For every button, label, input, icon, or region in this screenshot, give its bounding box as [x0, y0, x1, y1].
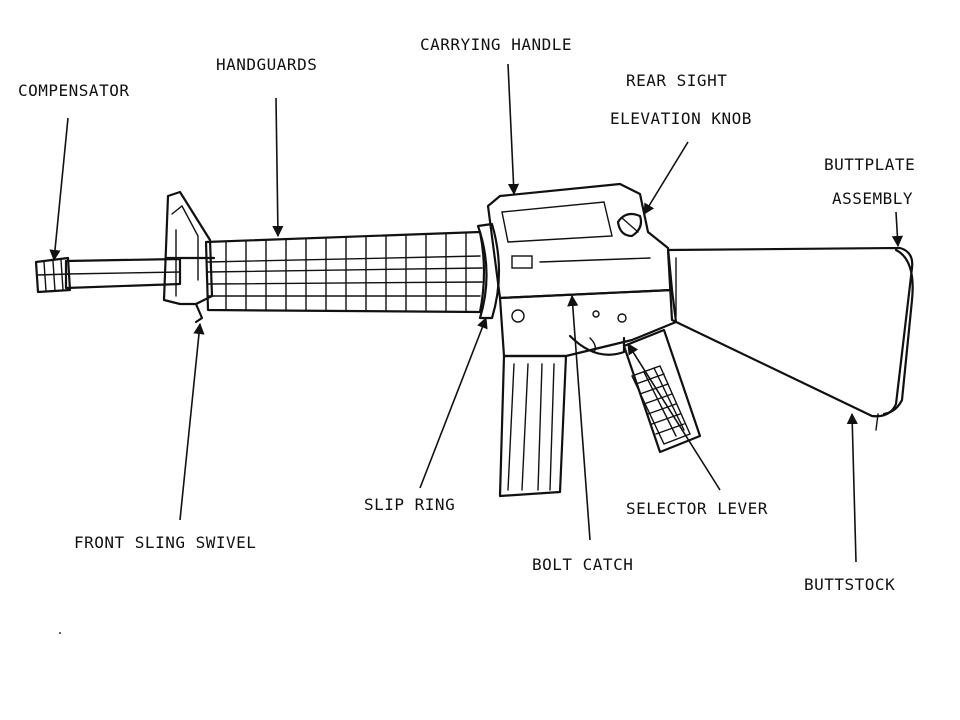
label-front-sling-swivel: FRONT SLING SWIVEL: [74, 533, 257, 552]
label-buttstock: BUTTSTOCK: [804, 575, 896, 594]
leader-slip-ring: [419, 316, 488, 489]
leader-selector-lever: [627, 343, 721, 491]
leader-compensator: [49, 117, 69, 262]
stray-mark: [59, 632, 61, 634]
leader-buttplate: [891, 211, 903, 248]
handguards-part: [204, 230, 486, 314]
label-rear-sight-line2: ELEVATION KNOB: [610, 109, 752, 128]
label-buttplate-line2: ASSEMBLY: [832, 189, 914, 208]
upper-receiver: [486, 182, 674, 300]
label-selector-lever: SELECTOR LEVER: [626, 499, 768, 518]
slip-ring-part: [476, 222, 501, 320]
lower-receiver: [498, 288, 678, 358]
leader-buttstock: [846, 412, 858, 563]
leader-bolt-catch: [567, 294, 591, 541]
label-handguards: HANDGUARDS: [216, 55, 318, 74]
label-compensator: COMPENSATOR: [18, 81, 130, 100]
label-bolt-catch: BOLT CATCH: [532, 555, 634, 574]
leader-handguards: [272, 97, 284, 238]
front-sling-swivel-part: [194, 302, 204, 324]
label-rear-sight-line1: REAR SIGHT: [626, 71, 728, 90]
label-carrying-handle: CARRYING HANDLE: [420, 35, 572, 54]
leader-carrying-handle: [507, 63, 520, 196]
leader-lines: [49, 63, 903, 563]
magazine: [498, 354, 568, 498]
leader-rear-sight: [643, 141, 689, 215]
label-slip-ring: SLIP RING: [364, 495, 456, 514]
leader-front-sling-swivel: [179, 322, 205, 521]
pistol-grip: [622, 328, 702, 454]
label-buttplate-line1: BUTTPLATE: [824, 155, 916, 174]
buttstock-part: [666, 246, 914, 431]
barrel: [64, 257, 182, 290]
rifle-illustration: [34, 182, 914, 498]
